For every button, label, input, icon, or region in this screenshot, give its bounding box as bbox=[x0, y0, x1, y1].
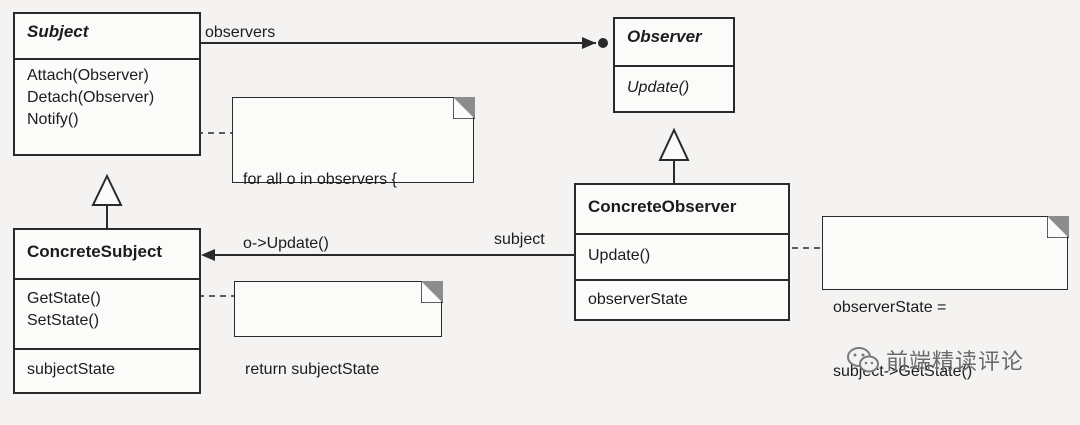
attributes-compartment: observerState bbox=[576, 279, 788, 315]
subject-generalization-triangle bbox=[91, 173, 123, 206]
wechat-icon bbox=[847, 347, 879, 373]
operation: Detach(Observer) bbox=[27, 89, 155, 106]
observers-arrowhead bbox=[582, 37, 596, 49]
class-name: Observer bbox=[627, 27, 702, 46]
concrete-subject-class: ConcreteSubject GetState() SetState() su… bbox=[13, 228, 201, 394]
note-fold-icon bbox=[1046, 215, 1069, 238]
operation: Attach(Observer) bbox=[27, 67, 149, 84]
concrete-observer-class: ConcreteObserver Update() observerState bbox=[574, 183, 790, 321]
operations-compartment: Update() bbox=[576, 233, 788, 279]
operation: Update() bbox=[588, 247, 651, 264]
update-note: observerState = subject->GetState() bbox=[822, 215, 1069, 380]
operations-compartment: Attach(Observer) Detach(Observer) Notify… bbox=[15, 58, 199, 135]
note-line: observerState = bbox=[833, 299, 947, 316]
class-name: ConcreteObserver bbox=[588, 197, 737, 216]
uml-diagram: observers subject Subject Attach(Observe… bbox=[13, 12, 1069, 394]
attribute: subjectState bbox=[27, 361, 116, 378]
operation: SetState() bbox=[27, 312, 100, 329]
class-name: ConcreteSubject bbox=[27, 242, 163, 261]
operations-compartment: Update() bbox=[615, 65, 733, 103]
watermark: 前端精读评论 bbox=[846, 344, 1024, 376]
operation: Update() bbox=[627, 79, 690, 96]
class-name: Subject bbox=[27, 22, 89, 41]
note-line: return subjectState bbox=[245, 361, 380, 378]
note-line: for all o in observers { bbox=[243, 171, 397, 188]
notify-note: for all o in observers { o->Update() } bbox=[232, 96, 475, 316]
note-fold-icon bbox=[452, 96, 475, 119]
note-line: o->Update() bbox=[243, 235, 329, 252]
operation: Notify() bbox=[27, 111, 79, 128]
observer-class: Observer Update() bbox=[613, 17, 735, 113]
observer-generalization-triangle bbox=[658, 127, 690, 161]
operation: GetState() bbox=[27, 290, 101, 307]
observers-multiplicity-dot bbox=[598, 38, 608, 48]
subject-association-label: subject bbox=[494, 231, 545, 248]
observers-association-label: observers bbox=[205, 24, 276, 41]
note-fold-icon bbox=[420, 280, 443, 303]
subject-arrowhead bbox=[201, 249, 215, 261]
get-state-note: return subjectState bbox=[234, 280, 443, 378]
attribute: observerState bbox=[588, 291, 688, 308]
watermark-text: 前端精读评论 bbox=[886, 349, 1025, 374]
attributes-compartment: subjectState bbox=[15, 348, 199, 385]
operations-compartment: GetState() SetState() bbox=[15, 278, 199, 348]
subject-class: Subject Attach(Observer) Detach(Observer… bbox=[13, 12, 201, 156]
